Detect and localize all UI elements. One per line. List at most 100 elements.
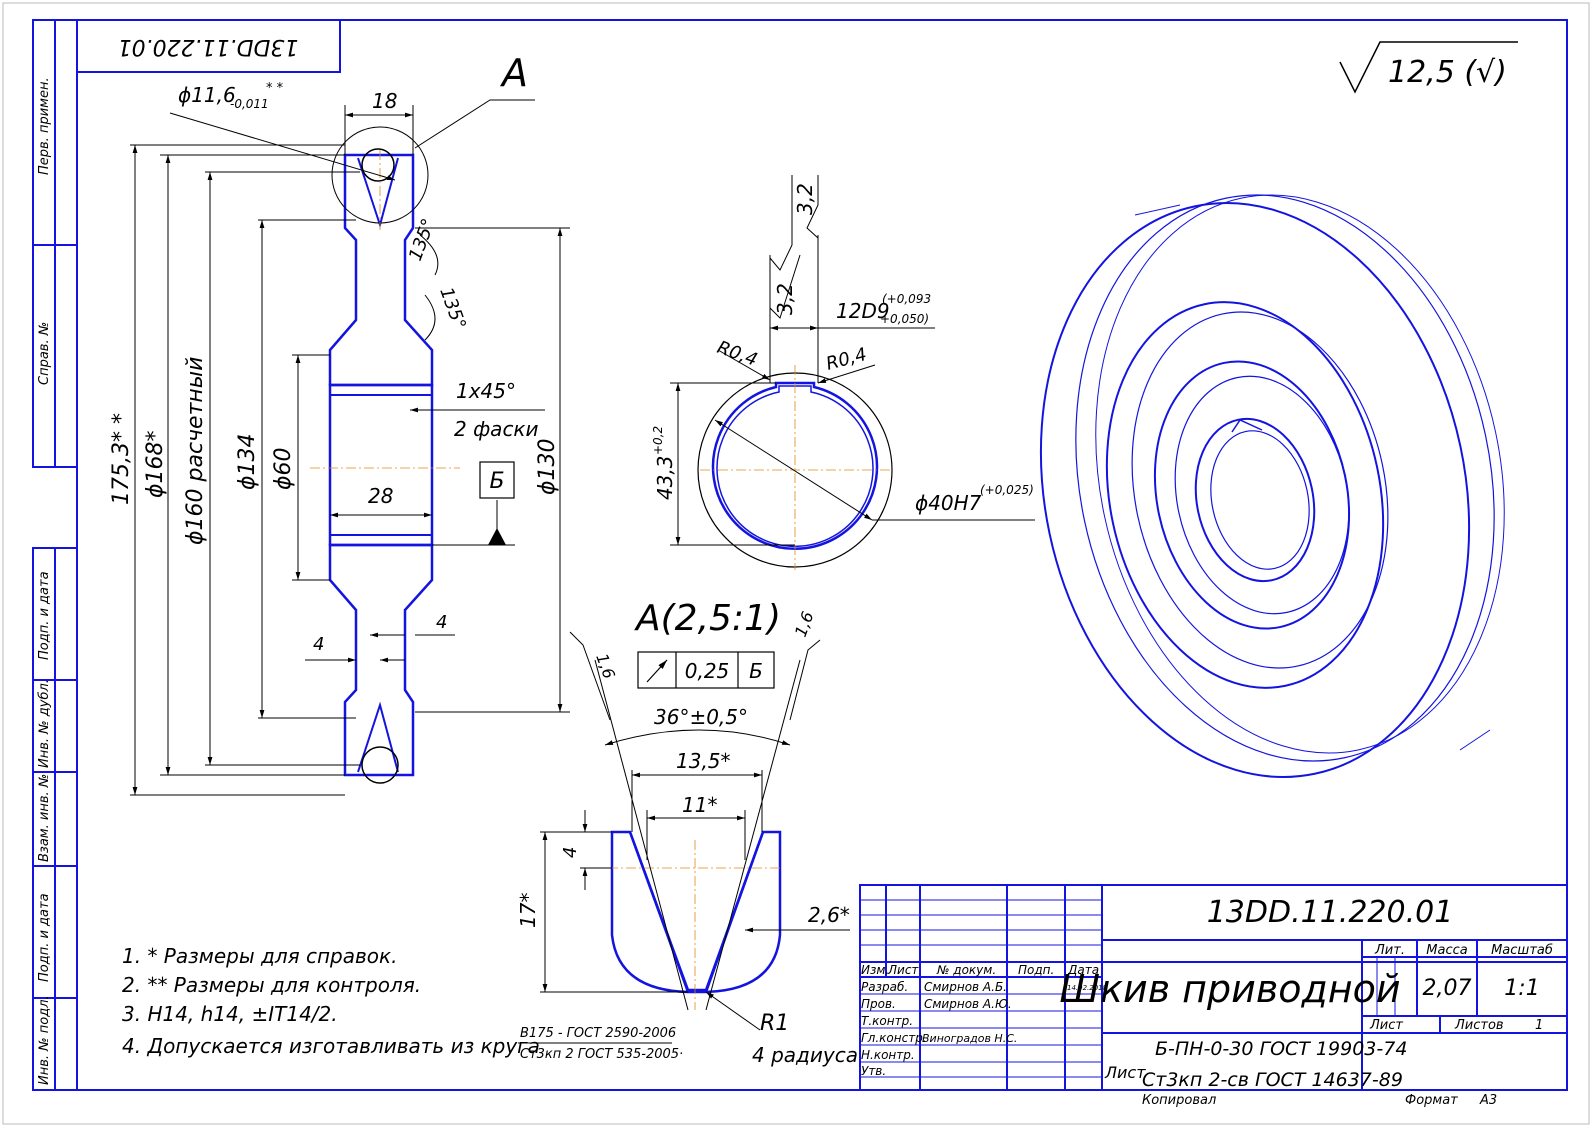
key-tol-up: (+0,093 (882, 292, 931, 306)
detail-height-4: 4 (560, 847, 581, 858)
runout-value: 0,25 (685, 659, 730, 683)
row-prov: Пров. (861, 997, 896, 1011)
prov-name: Смирнов А.Ю. (924, 997, 1012, 1011)
header-podp: Подп. (1018, 963, 1054, 977)
scale-value: 1:1 (1504, 976, 1539, 1001)
listov-label: Листов (1454, 1018, 1504, 1033)
title-block-texts: 13DD.11.220.01 Шкив приводной Изм. Лист … (861, 895, 1553, 1108)
key-radius-right: R0,4 (824, 344, 869, 375)
notes: 1. * Размеры для справок. 2. ** Размеры … (122, 944, 683, 1062)
podp-data-label-1: Подп. и дата (37, 571, 52, 660)
dim-d116-star: * * (266, 81, 284, 96)
groove-detail-section (590, 830, 782, 1010)
dim-d1753: 175,3* * (109, 413, 134, 505)
format-label: Формат (1405, 1093, 1458, 1108)
vzam-inv-label: Взам. инв. № (37, 774, 52, 862)
dim-d116-tol: -0,011 (230, 97, 269, 111)
dim-d168: ϕ168* (143, 430, 168, 498)
dim-4-right: 4 (436, 612, 447, 633)
row-utv: Утв. (861, 1064, 886, 1078)
detail-dimension-texts: 1,6 1,6 36°±0,5° 13,5* 11* 4 17* 2,6* R1… (516, 609, 858, 1067)
section-a-leader (414, 99, 535, 149)
key-width: 12D9 (836, 299, 890, 323)
section-dimension-lines (130, 105, 570, 796)
hub-dimension-texts: 3,2 3,2 12D9 (+0,093 +0,050) R0,4 R0,4 4… (651, 183, 1034, 515)
key-tol-dn: +0,050) (880, 312, 929, 326)
inv-podl-label: Инв. № подл. (37, 995, 52, 1085)
pulley-isometric-view (1039, 194, 1505, 779)
bore-tolerance: (+0,025) (980, 483, 1034, 497)
note-3: 3. H14, h14, ±IT14/2. (122, 1002, 338, 1026)
general-roughness-value: 12,5 (√) (1388, 55, 1507, 90)
note-2: 2. ** Размеры для контроля. (122, 973, 421, 997)
note-4-denominator: Ст3кп 2 ГОСТ 535-2005· (520, 1047, 683, 1062)
dim-angle-2: 135° (435, 285, 470, 333)
detail-radius-count: 4 радиуса (752, 1043, 858, 1067)
runout-tolerance-frame: 0,25 Б (637, 651, 775, 689)
datum-b-letter: Б (489, 469, 504, 494)
header-dokum: № докум. (936, 963, 996, 977)
key-radius-left: R0,4 (714, 337, 760, 371)
glkonstr-name: Виноградов Н.С. (922, 1032, 1017, 1045)
dim-d60: ϕ60 (271, 447, 296, 490)
datum-b-box (479, 461, 515, 499)
dim-4-left: 4 (313, 634, 324, 655)
runout-datum: Б (749, 659, 763, 683)
designation-corner-box (77, 20, 341, 73)
detail-rough-left: 1,6 (592, 651, 619, 681)
key-depth: 43,3 (653, 455, 677, 500)
row-nkontr: Н.контр. (861, 1048, 915, 1062)
podp-data-label-2: Подп. и дата (37, 893, 52, 982)
material-line-2: Ст3кп 2-св ГОСТ 14637-89 (1142, 1069, 1403, 1091)
left-strip-labels: Перв. примен. Справ. № Подп. и дата Инв.… (37, 77, 52, 1085)
razrab-name: Смирнов А.Б. (924, 980, 1007, 994)
format-value: A3 (1479, 1093, 1497, 1108)
designation-rotated: 13DD.11.220.01 (118, 34, 299, 59)
dim-d116: ϕ11,6 (178, 83, 236, 107)
dim-d130: ϕ130 (535, 438, 560, 495)
header-izm: Изм. (861, 963, 889, 977)
section-label-a: A (499, 51, 528, 95)
row-glkonstr: Гл.констр. (861, 1031, 927, 1045)
detail-width-11: 11* (682, 793, 717, 817)
razrab-date: 14.02.2018 (1067, 984, 1108, 992)
detail-dimension-lines (540, 631, 850, 1031)
listov-value: 1 (1535, 1018, 1543, 1033)
dim-chamfer: 1x45° (456, 379, 516, 403)
detail-title: A(2,5:1) (634, 598, 781, 639)
hub-view (697, 365, 893, 570)
dim-28: 28 (368, 484, 393, 508)
dim-chamfer-count: 2 фаски (454, 417, 539, 441)
inv-dubl-label: Инв. № дубл. (37, 679, 52, 768)
dim-angle-1: 135° (405, 216, 440, 264)
dim-18: 18 (372, 89, 397, 113)
row-razrab: Разраб. (861, 980, 908, 994)
detail-width-26: 2,6* (808, 903, 850, 927)
key-depth-tol: +0,2 (651, 426, 665, 455)
part-name: Шкив приводной (1059, 967, 1400, 1011)
left-margin-strip (32, 19, 78, 1091)
lit-label: Лит. (1374, 943, 1405, 958)
perv-primen-label: Перв. примен. (37, 77, 52, 175)
mass-value: 2,07 (1423, 976, 1472, 1001)
note-1: 1. * Размеры для справок. (122, 944, 397, 968)
list-label: Лист (1369, 1018, 1403, 1033)
title-designation: 13DD.11.220.01 (1207, 895, 1454, 930)
general-roughness-symbol: 12,5 (√) (1339, 41, 1518, 94)
header-data: Дата (1067, 963, 1099, 977)
sprav-no-label: Справ. № (37, 322, 52, 385)
hub-rough-2: 3,2 (773, 283, 797, 315)
pulley-cross-section (310, 126, 460, 784)
detail-radius: R1 (760, 1011, 789, 1036)
bore-diameter: ϕ40H7 (915, 491, 982, 515)
note-4-numerator: В175 - ГОСТ 2590-2006 (520, 1026, 676, 1041)
material-prefix: Лист (1104, 1063, 1146, 1082)
detail-angle: 36°±0,5° (654, 705, 748, 729)
hub-rough-1: 3,2 (793, 183, 817, 215)
header-list: Лист (887, 963, 919, 977)
detail-height-17: 17* (516, 893, 540, 928)
title-block (859, 884, 1568, 1091)
